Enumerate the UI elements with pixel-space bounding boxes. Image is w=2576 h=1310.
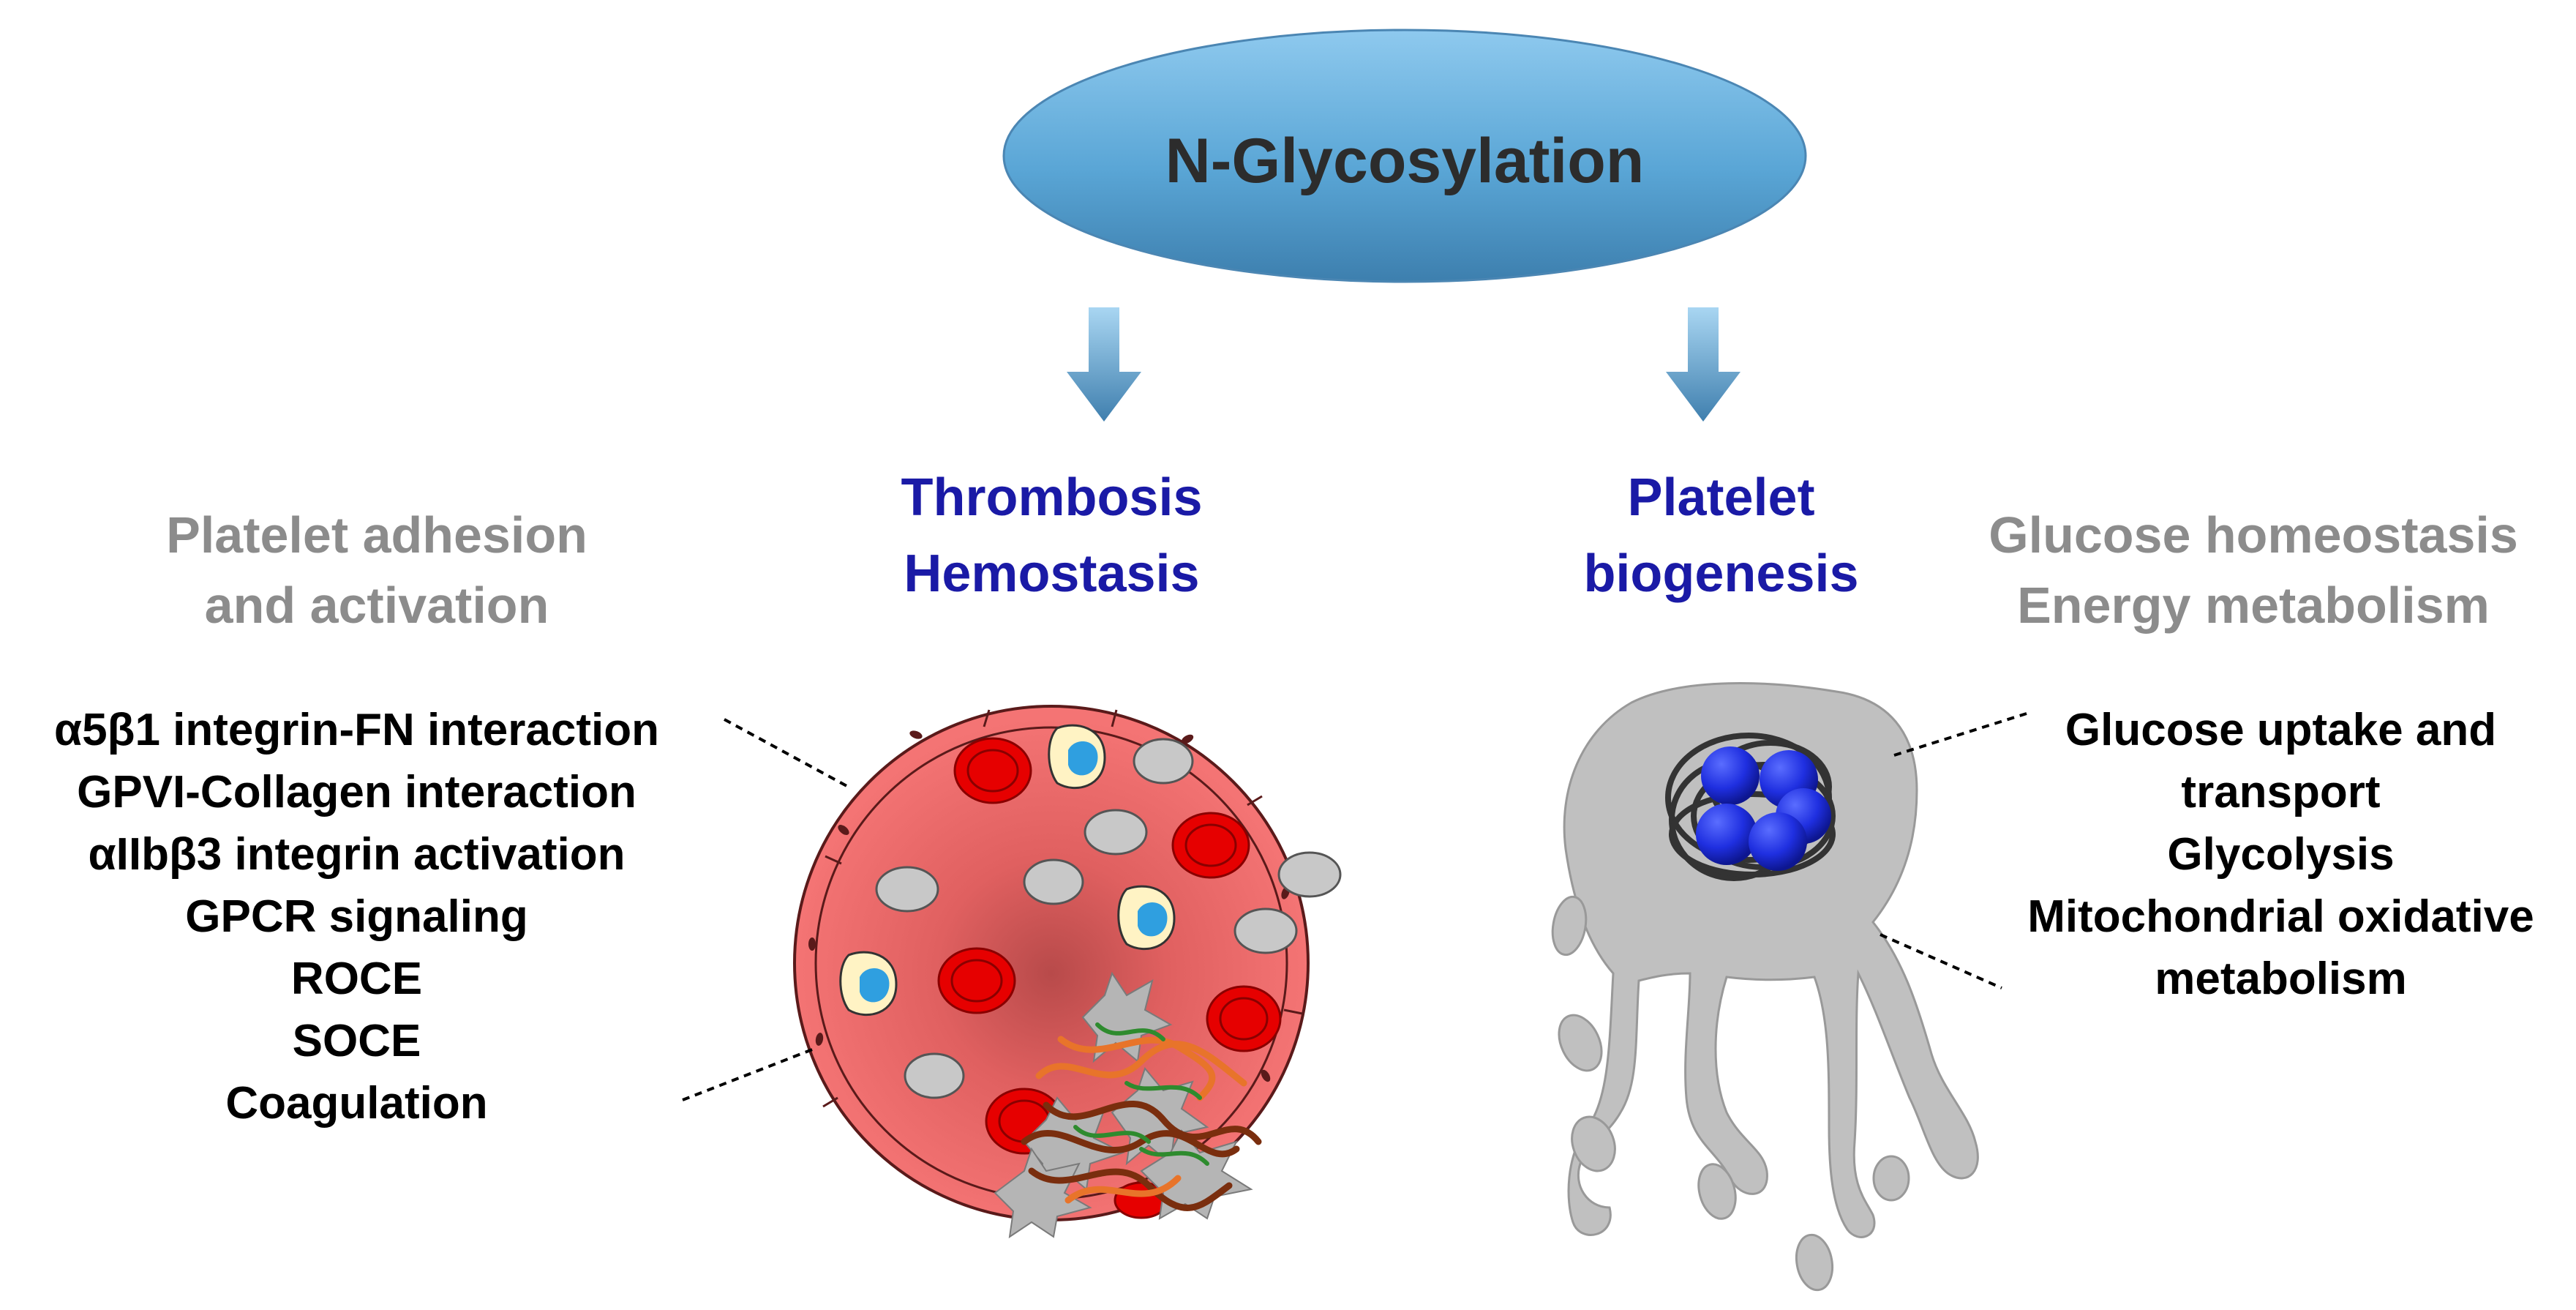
leukocyte-icon (839, 724, 1176, 1017)
category-line: and activation (204, 577, 549, 634)
right-branch-heading: Platelet biogenesis (1500, 460, 1942, 612)
left-mechanism-list: α5β1 integrin-FN interaction GPVI-Collag… (0, 699, 713, 1134)
right-mechanism-list: Glucose uptake and transport Glycolysis … (1990, 699, 2572, 1010)
left-down-arrow (1067, 307, 1141, 422)
diagram-title: N-Glycosylation (1165, 125, 1645, 196)
left-category-label: Platelet adhesion and activation (102, 500, 651, 640)
list-item: SOCE (292, 1016, 421, 1066)
connector-line (724, 718, 852, 790)
megakaryocyte-illustration (1551, 682, 1979, 1292)
left-branch-heading: Thrombosis Hemostasis (830, 460, 1273, 612)
list-item: GPCR signaling (185, 891, 528, 942)
heading-line: Thrombosis (901, 468, 1203, 527)
blood-vessel-illustration (793, 705, 1342, 1239)
title-ellipse (1002, 29, 1807, 283)
list-item: transport (2181, 767, 2381, 817)
category-line: Glucose homeostasis (1989, 506, 2518, 564)
list-item: Mitochondrial oxidative (2027, 891, 2534, 942)
connector-line (682, 1047, 815, 1101)
heading-line: Platelet (1627, 468, 1815, 527)
category-line: Energy metabolism (2017, 577, 2490, 634)
connector-line (1880, 933, 2002, 989)
list-item: Glycolysis (2167, 829, 2395, 880)
heading-line: biogenesis (1583, 544, 1859, 603)
connector-line (1893, 712, 2027, 757)
list-item: α5β1 integrin-FN interaction (54, 705, 659, 755)
right-category-label: Glucose homeostasis Energy metabolism (1939, 500, 2568, 640)
right-down-arrow (1666, 307, 1741, 422)
list-item: GPVI-Collagen interaction (77, 767, 637, 817)
list-item: αIIbβ3 integrin activation (88, 829, 626, 880)
heading-line: Hemostasis (904, 544, 1200, 603)
list-item: ROCE (290, 954, 423, 1004)
list-item: Glucose uptake and (2065, 705, 2497, 755)
list-item: metabolism (2155, 954, 2407, 1004)
category-line: Platelet adhesion (166, 506, 587, 564)
list-item: Coagulation (225, 1078, 488, 1129)
